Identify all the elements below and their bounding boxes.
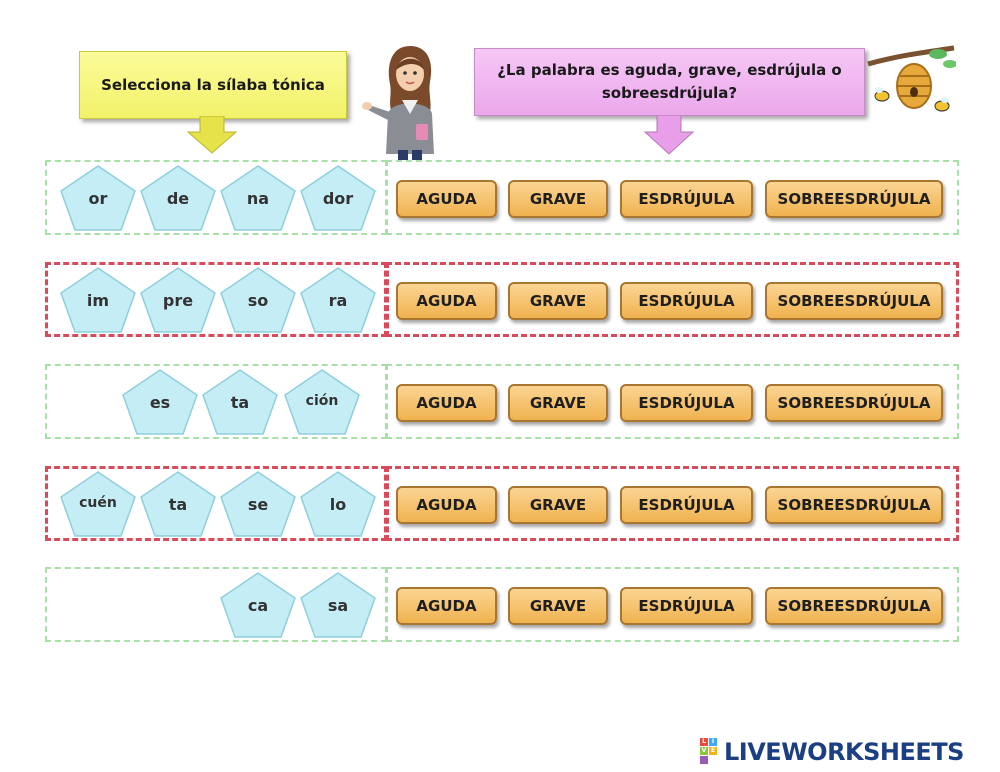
syllable-button[interactable]: se (218, 469, 298, 539)
instruction-word-type: ¿La palabra es aguda, grave, esdrújula o… (474, 48, 865, 116)
arrow-down-icon (186, 116, 238, 154)
answer-button-aguda[interactable]: AGUDA (396, 587, 497, 625)
answer-area (386, 364, 959, 439)
syllable-label: ta (168, 495, 188, 514)
syllable-label: ca (247, 596, 269, 615)
answer-button-grave[interactable]: GRAVE (508, 384, 608, 422)
arrow-down-icon (643, 115, 695, 155)
instruction-select-syllable-text: Selecciona la sílaba tónica (101, 76, 325, 94)
answer-area (386, 160, 959, 235)
beehive-illustration (867, 45, 956, 112)
syllable-button[interactable]: dor (298, 163, 378, 233)
syllable-label: de (166, 189, 190, 208)
syllable-button[interactable]: ta (138, 469, 218, 539)
answer-area (386, 262, 959, 337)
answer-button-grave[interactable]: GRAVE (508, 282, 608, 320)
syllable-label: ción (305, 393, 339, 409)
syllable-label: es (149, 393, 171, 412)
answer-button-sobreesdrújula[interactable]: SOBREESDRÚJULA (765, 587, 943, 625)
answer-button-sobreesdrújula[interactable]: SOBREESDRÚJULA (765, 180, 943, 218)
answer-button-aguda[interactable]: AGUDA (396, 486, 497, 524)
teacher-illustration (362, 46, 434, 160)
answer-button-esdrújula[interactable]: ESDRÚJULA (620, 384, 753, 422)
brand-name: LIVEWORKSHEETS (724, 738, 964, 766)
syllable-button[interactable]: sa (298, 570, 378, 640)
answer-button-aguda[interactable]: AGUDA (396, 384, 497, 422)
syllable-button[interactable]: ta (200, 367, 280, 437)
syllable-area (45, 466, 387, 541)
answer-button-sobreesdrújula[interactable]: SOBREESDRÚJULA (765, 282, 943, 320)
liveworksheets-logo: L I V E LIVEWORKSHEETS (700, 737, 964, 767)
instruction-select-syllable: Selecciona la sílaba tónica (79, 51, 347, 119)
answer-button-esdrújula[interactable]: ESDRÚJULA (620, 486, 753, 524)
answer-button-esdrújula[interactable]: ESDRÚJULA (620, 180, 753, 218)
answer-button-grave[interactable]: GRAVE (508, 180, 608, 218)
answer-button-grave[interactable]: GRAVE (508, 486, 608, 524)
syllable-label: or (88, 189, 108, 208)
syllable-label: cuén (79, 495, 117, 511)
answer-button-sobreesdrújula[interactable]: SOBREESDRÚJULA (765, 384, 943, 422)
answer-button-aguda[interactable]: AGUDA (396, 180, 497, 218)
syllable-label: lo (329, 495, 347, 514)
syllable-label: se (247, 495, 269, 514)
answer-button-esdrújula[interactable]: ESDRÚJULA (620, 282, 753, 320)
syllable-label: sa (327, 596, 349, 615)
syllable-button[interactable]: na (218, 163, 298, 233)
answer-button-aguda[interactable]: AGUDA (396, 282, 497, 320)
syllable-label: ra (328, 291, 348, 310)
syllable-button[interactable]: lo (298, 469, 378, 539)
syllable-button[interactable]: pre (138, 265, 218, 335)
syllable-area (45, 262, 387, 337)
syllable-label: na (246, 189, 270, 208)
syllable-button[interactable]: or (58, 163, 138, 233)
answer-area (386, 466, 959, 541)
syllable-button[interactable]: im (58, 265, 138, 335)
syllable-label: dor (322, 189, 354, 208)
instruction-word-type-text: ¿La palabra es aguda, grave, esdrújula o… (497, 61, 842, 102)
syllable-button[interactable]: ra (298, 265, 378, 335)
syllable-button[interactable]: es (120, 367, 200, 437)
syllable-button[interactable]: so (218, 265, 298, 335)
live-worksheets-icon: L I V E (700, 738, 722, 766)
syllable-button[interactable]: de (138, 163, 218, 233)
answer-button-esdrújula[interactable]: ESDRÚJULA (620, 587, 753, 625)
answer-button-sobreesdrújula[interactable]: SOBREESDRÚJULA (765, 486, 943, 524)
syllable-label: pre (162, 291, 194, 310)
syllable-label: im (86, 291, 110, 310)
answer-button-grave[interactable]: GRAVE (508, 587, 608, 625)
syllable-label: ta (230, 393, 250, 412)
syllable-button[interactable]: ca (218, 570, 298, 640)
answer-area (386, 567, 959, 642)
syllable-button[interactable]: cuén (58, 469, 138, 539)
syllable-button[interactable]: ción (282, 367, 362, 437)
syllable-label: so (247, 291, 269, 310)
